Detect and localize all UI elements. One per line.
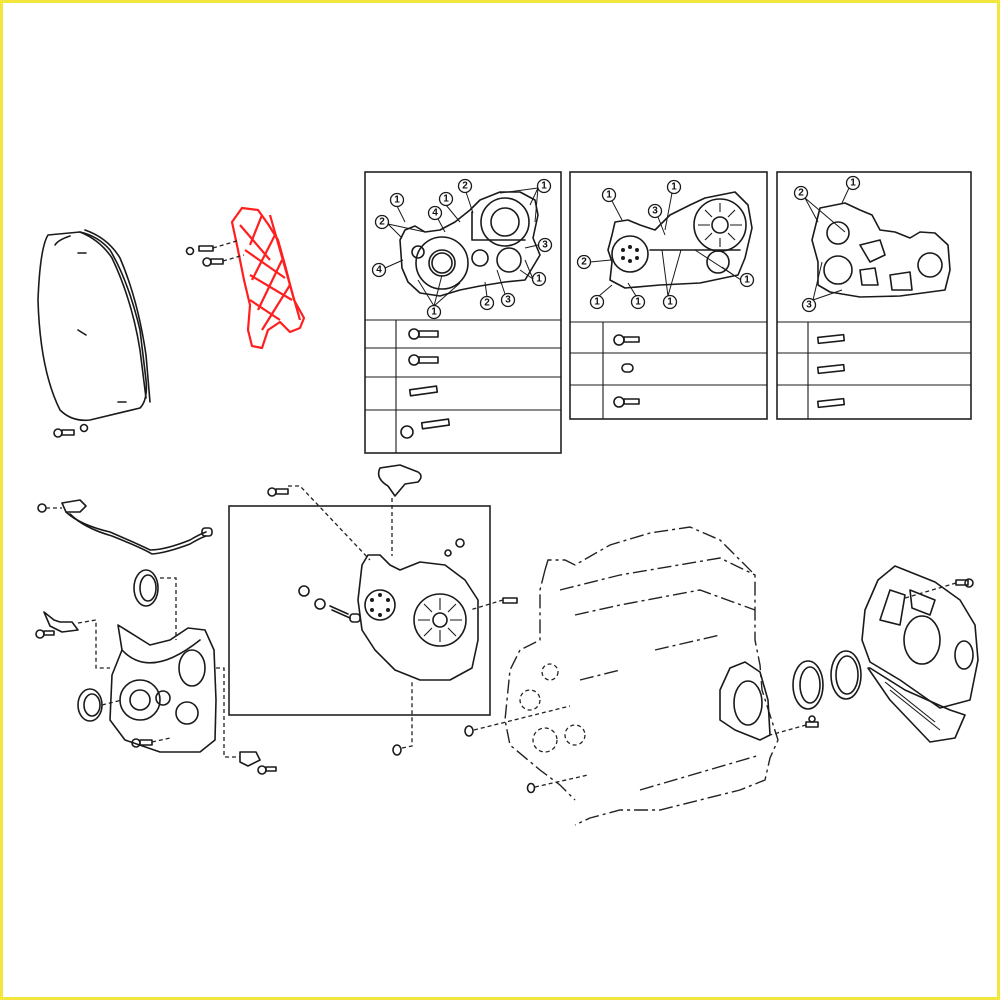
legend-row-3-stud-bolt-icon — [816, 397, 846, 409]
legend-row-2-flange-bolt-icon — [408, 354, 439, 366]
svg-text:2: 2 — [798, 188, 804, 199]
svg-text:1: 1 — [431, 307, 437, 318]
svg-text:1: 1 — [536, 274, 542, 285]
legend-row-1-stud-bolt-icon — [816, 333, 846, 345]
svg-text:1: 1 — [606, 190, 612, 201]
camshaft-position-sensor-bracket[interactable] — [35, 611, 110, 669]
gear-case-bolt[interactable] — [131, 737, 171, 748]
o-ring-block-left[interactable] — [464, 705, 571, 737]
cover-bolt-and-washer[interactable] — [53, 423, 89, 438]
front-oil-seal-lower[interactable] — [77, 688, 123, 722]
callout-group-panel-2: 1 1 3 2 1 1 1 1 — [576, 179, 755, 310]
timing-cover-reinforcement-bracket[interactable] — [230, 206, 306, 350]
gear-case-outline-panel-1 — [399, 191, 541, 297]
end-plate[interactable] — [861, 565, 979, 743]
crankshaft-position-sensor-harness[interactable] — [37, 499, 213, 555]
svg-text:4: 4 — [376, 265, 382, 276]
leader-lines-panel-1 — [384, 187, 539, 307]
legend-row-2-pin-icon — [621, 363, 634, 373]
end-plate-bolt[interactable] — [904, 578, 974, 599]
svg-text:1: 1 — [541, 181, 547, 192]
svg-text:1: 1 — [594, 297, 600, 308]
leader-lines-panel-3 — [804, 187, 850, 301]
svg-text:3: 3 — [652, 206, 658, 217]
detail-panel-3: 2 1 3 — [776, 171, 972, 420]
svg-text:3: 3 — [806, 300, 812, 311]
housing-bolts-right[interactable] — [444, 538, 518, 611]
oil-pump-detail-box — [228, 505, 491, 716]
svg-text:2: 2 — [462, 181, 468, 192]
svg-text:1: 1 — [667, 297, 673, 308]
rear-oil-seal-retainer[interactable] — [719, 661, 771, 741]
rear-oil-seal[interactable] — [792, 660, 824, 710]
svg-text:4: 4 — [432, 208, 438, 219]
timing-belt-cover[interactable] — [37, 229, 151, 422]
rear-oil-seal-gasket[interactable] — [830, 650, 862, 700]
svg-text:1: 1 — [394, 195, 400, 206]
bracket-bolts[interactable] — [185, 239, 245, 267]
svg-text:2: 2 — [484, 298, 490, 309]
oil-pump-housing-assembly[interactable] — [357, 554, 479, 681]
svg-text:1: 1 — [850, 178, 856, 189]
svg-text:1: 1 — [443, 194, 449, 205]
svg-text:2: 2 — [581, 257, 587, 268]
detail-panel-2: 1 1 3 2 1 1 1 1 — [569, 171, 768, 420]
svg-text:1: 1 — [635, 297, 641, 308]
svg-text:1: 1 — [744, 275, 750, 286]
legend-row-3-stud-bolt-icon — [408, 385, 439, 397]
camshaft-position-sensor[interactable] — [216, 667, 277, 775]
callout-group-panel-1: 1 2 1 2 1 4 4 3 1 2 3 1 — [371, 178, 553, 320]
callout-group-panel-3: 2 1 3 — [793, 175, 861, 313]
svg-text:1: 1 — [671, 182, 677, 193]
legend-row-1-flange-bolt-icon — [613, 334, 640, 346]
legend-row-2-stud-bolt-icon — [816, 363, 846, 375]
detail-panel-1: 1 2 1 2 1 4 4 3 1 2 3 1 — [364, 171, 562, 454]
legend-row-4-stud-nut-icon — [400, 418, 451, 439]
retainer-bolt[interactable] — [769, 715, 819, 736]
housing-bolt-top[interactable] — [267, 485, 371, 561]
o-ring-block-bottom[interactable] — [526, 774, 589, 794]
timing-gear-case[interactable] — [109, 624, 217, 753]
svg-text:2: 2 — [379, 217, 385, 228]
cylinder-block[interactable] — [504, 526, 779, 826]
legend-row-1-flange-bolt-icon — [408, 328, 439, 340]
front-oil-seal-upper[interactable] — [133, 569, 177, 640]
gasket[interactable] — [377, 464, 422, 556]
o-ring-bottom-center[interactable] — [392, 680, 413, 756]
legend-row-3-flange-bolt-icon — [613, 396, 640, 408]
svg-text:3: 3 — [505, 295, 511, 306]
svg-text:3: 3 — [542, 240, 548, 251]
leader-lines-panel-2 — [589, 192, 742, 297]
relief-valve-parts[interactable] — [298, 585, 361, 623]
